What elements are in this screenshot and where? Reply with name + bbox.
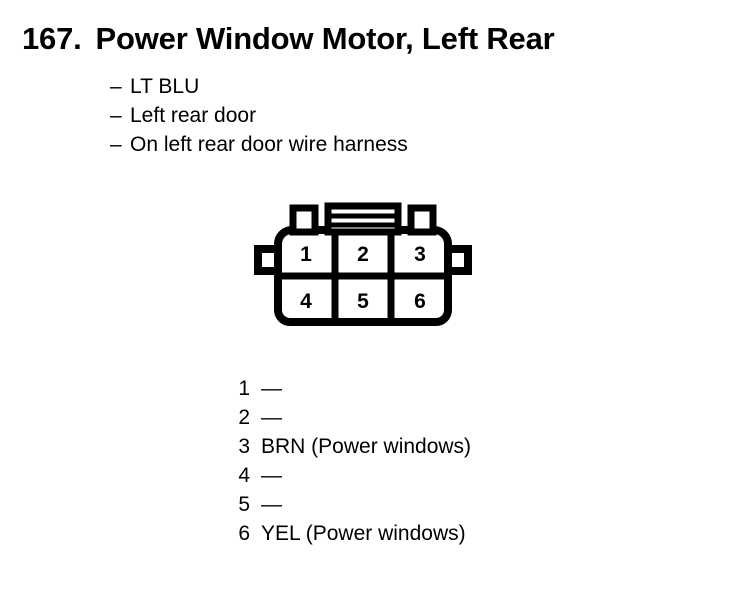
- notes-list: –LT BLU –Left rear door –On left rear do…: [110, 72, 408, 159]
- pin-legend-row: 1—: [232, 374, 471, 403]
- note-text: Left rear door: [130, 104, 257, 127]
- connector-center-latch: [324, 202, 402, 236]
- cavity-number-4: 4: [300, 290, 312, 313]
- note-text: LT BLU: [130, 75, 200, 98]
- connector-svg: 1 2 3 4 5 6: [254, 202, 472, 326]
- pin-legend-row: 3 BRN (Power windows): [232, 432, 471, 461]
- pin-value: BRN (Power windows): [261, 435, 472, 458]
- bullet-dash-icon: –: [110, 104, 122, 127]
- pin-number: 6: [238, 522, 250, 545]
- connector-top-left-tab: [289, 204, 319, 236]
- pin-value: —: [261, 464, 282, 487]
- cavity-number-3: 3: [414, 243, 426, 266]
- note-item-harness: –On left rear door wire harness: [110, 130, 408, 159]
- pin-value: —: [261, 377, 282, 400]
- pin-number: 2: [238, 406, 250, 429]
- connector-right-tab: [444, 245, 472, 275]
- cavity-number-2: 2: [357, 243, 369, 266]
- cavity-number-6: 6: [414, 290, 426, 313]
- note-item-location: –Left rear door: [110, 101, 408, 130]
- pin-legend-row: 2—: [232, 403, 471, 432]
- title-text: Power Window Motor, Left Rear: [95, 21, 555, 56]
- pin-number: 4: [238, 464, 250, 487]
- pin-value: —: [261, 493, 282, 516]
- pin-value: YEL (Power windows): [261, 522, 466, 545]
- connector-diagram: 1 2 3 4 5 6: [248, 196, 478, 336]
- bullet-dash-icon: –: [110, 75, 122, 98]
- cavity-number-5: 5: [357, 290, 369, 313]
- pin-legend-row: 4—: [232, 461, 471, 490]
- pin-number: 3: [238, 435, 250, 458]
- note-item-wire-color: –LT BLU: [110, 72, 408, 101]
- pin-number: 5: [238, 493, 250, 516]
- pin-legend-row: 5—: [232, 490, 471, 519]
- note-text: On left rear door wire harness: [130, 133, 408, 156]
- pin-value: —: [261, 406, 282, 429]
- bullet-dash-icon: –: [110, 133, 122, 156]
- connector-top-right-tab: [407, 204, 437, 236]
- entry-number: 167.: [22, 21, 82, 56]
- page-title: 167. Power Window Motor, Left Rear: [22, 21, 555, 57]
- pin-legend-row: 6 YEL (Power windows): [232, 519, 471, 548]
- pin-number: 1: [238, 377, 250, 400]
- connector-left-tab: [254, 245, 282, 275]
- cavity-number-1: 1: [300, 243, 312, 266]
